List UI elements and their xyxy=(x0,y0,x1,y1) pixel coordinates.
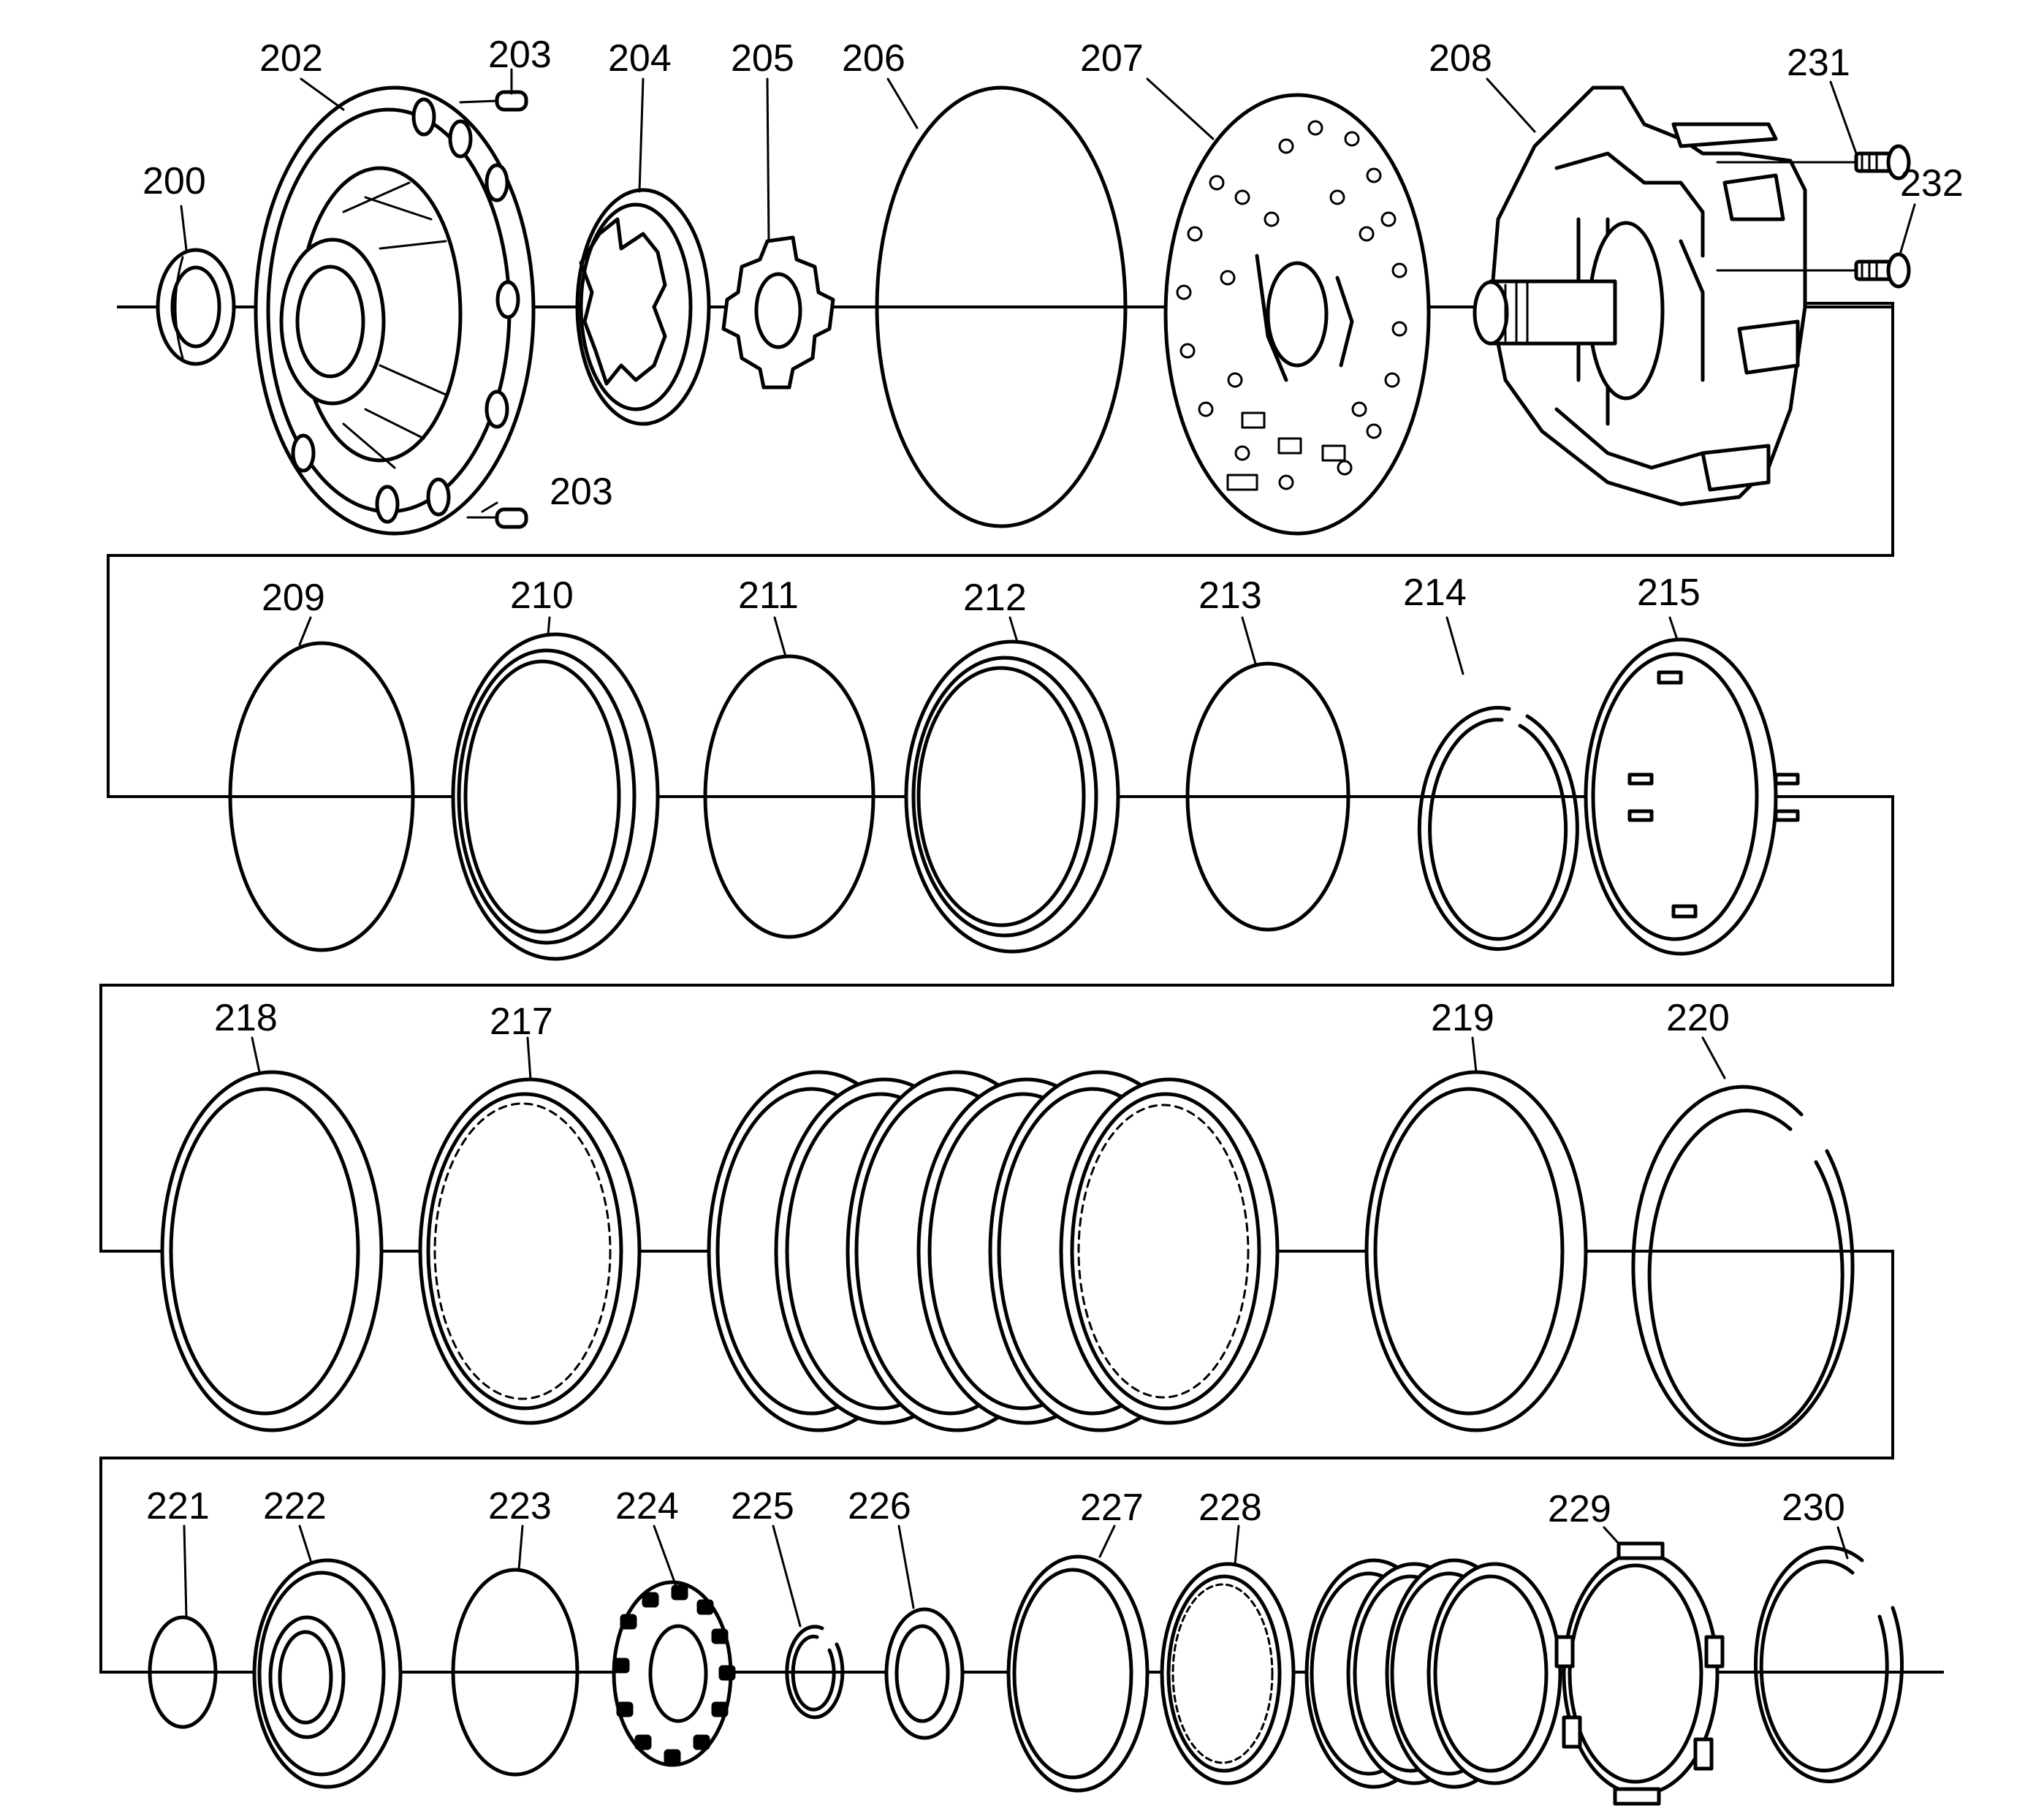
label-231: 231 xyxy=(1787,42,1850,84)
clutch-pack-plates xyxy=(707,1070,1280,1432)
part-223-seal-ring xyxy=(451,1568,580,1777)
label-209: 209 xyxy=(262,577,325,619)
part-217-clutch-plate xyxy=(418,1077,642,1425)
label-210: 210 xyxy=(510,574,574,617)
label-220: 220 xyxy=(1666,997,1730,1039)
label-203-upper: 203 xyxy=(488,34,552,76)
label-230: 230 xyxy=(1782,1487,1845,1529)
label-214: 214 xyxy=(1403,572,1467,614)
part-225-snap-ring xyxy=(785,1625,845,1720)
part-205-inner-gear xyxy=(721,235,835,390)
label-204: 204 xyxy=(608,37,672,80)
part-203-dowel-pin-lower xyxy=(466,507,528,529)
label-224: 224 xyxy=(615,1485,679,1527)
part-204-outer-gear xyxy=(575,188,711,426)
label-208: 208 xyxy=(1429,37,1492,80)
part-214-snap-ring xyxy=(1417,705,1579,951)
part-226-retainer xyxy=(884,1607,965,1740)
label-205: 205 xyxy=(731,37,794,80)
label-221: 221 xyxy=(146,1485,210,1527)
part-203-dowel-pin-upper xyxy=(459,90,528,112)
label-225: 225 xyxy=(731,1485,794,1527)
label-206: 206 xyxy=(842,37,905,80)
label-212: 212 xyxy=(963,577,1027,619)
part-230-snap-ring xyxy=(1754,1546,1904,1783)
part-215-spring-retainer xyxy=(1584,637,1800,956)
part-labels: 200 202 203 204 205 206 207 208 231 232 … xyxy=(143,34,1964,1530)
part-200-seal xyxy=(156,248,236,366)
part-202-pump-cover xyxy=(254,86,536,536)
label-211: 211 xyxy=(738,574,799,617)
label-207: 207 xyxy=(1080,37,1144,80)
part-229-backing-plate xyxy=(1554,1541,1725,1806)
part-219-pressure-plate xyxy=(1364,1070,1588,1432)
part-221-seal-ring xyxy=(148,1615,218,1729)
clutch-pack-plates-lower xyxy=(1304,1558,1562,1789)
label-228: 228 xyxy=(1198,1487,1262,1529)
label-223: 223 xyxy=(488,1485,552,1527)
part-218-clutch-plate xyxy=(160,1070,384,1432)
label-219: 219 xyxy=(1431,997,1494,1039)
part-212-piston-housing xyxy=(904,639,1120,954)
label-203-lower: 203 xyxy=(550,471,613,513)
part-211-seal-ring xyxy=(703,654,875,939)
part-208-pump-body xyxy=(1473,86,1807,506)
part-224-spring-assembly xyxy=(612,1580,736,1767)
part-213-seal-ring xyxy=(1185,661,1350,932)
label-213: 213 xyxy=(1198,574,1262,617)
label-229: 229 xyxy=(1548,1488,1611,1530)
part-209-seal-ring xyxy=(228,641,415,952)
part-207-pump-plate xyxy=(1163,93,1431,536)
label-232: 232 xyxy=(1900,162,1964,205)
label-200: 200 xyxy=(143,160,206,202)
label-226: 226 xyxy=(848,1485,911,1527)
part-210-piston xyxy=(451,632,660,961)
part-232-bolt xyxy=(1716,252,1911,289)
label-218: 218 xyxy=(214,997,278,1039)
part-206-seal-ring xyxy=(875,86,1128,528)
label-217: 217 xyxy=(490,1001,553,1043)
leader-lines xyxy=(180,68,1916,1628)
part-231-bolt xyxy=(1716,144,1911,181)
part-228-clutch-plate xyxy=(1160,1562,1296,1785)
label-222: 222 xyxy=(263,1485,327,1527)
part-227-clutch-plate xyxy=(1006,1554,1150,1793)
part-222-piston xyxy=(252,1558,403,1789)
label-227: 227 xyxy=(1080,1487,1144,1529)
label-215: 215 xyxy=(1637,572,1701,614)
label-202: 202 xyxy=(259,37,323,80)
part-220-snap-ring xyxy=(1631,1085,1855,1447)
